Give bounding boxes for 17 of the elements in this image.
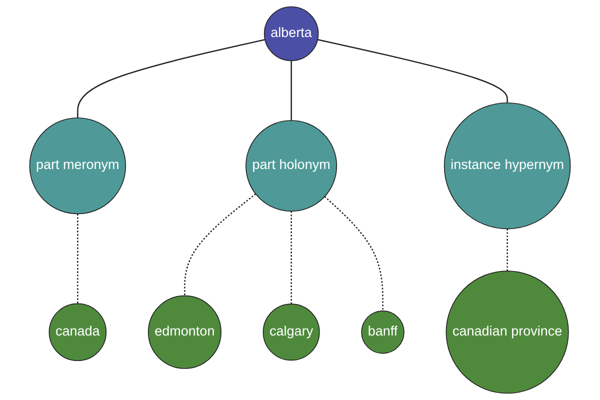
node-circle: calgary [262, 304, 320, 361]
node-circle: edmonton [148, 295, 222, 369]
connector [506, 228, 508, 272]
node-circle: part holonym [246, 120, 338, 212]
connector [77, 39, 266, 118]
node-circle: banff [361, 310, 404, 354]
connector [324, 196, 384, 311]
node-circle: canadian province [446, 270, 569, 394]
connector [184, 193, 256, 296]
node-circle: instance hypernym [444, 102, 571, 230]
connector [77, 214, 78, 304]
node-circle: canada [48, 303, 107, 362]
connector [290, 60, 292, 120]
node-circle: part meronym [29, 117, 126, 214]
connector [318, 38, 508, 103]
connector [290, 211, 292, 304]
node-circle: alberta [264, 6, 319, 62]
